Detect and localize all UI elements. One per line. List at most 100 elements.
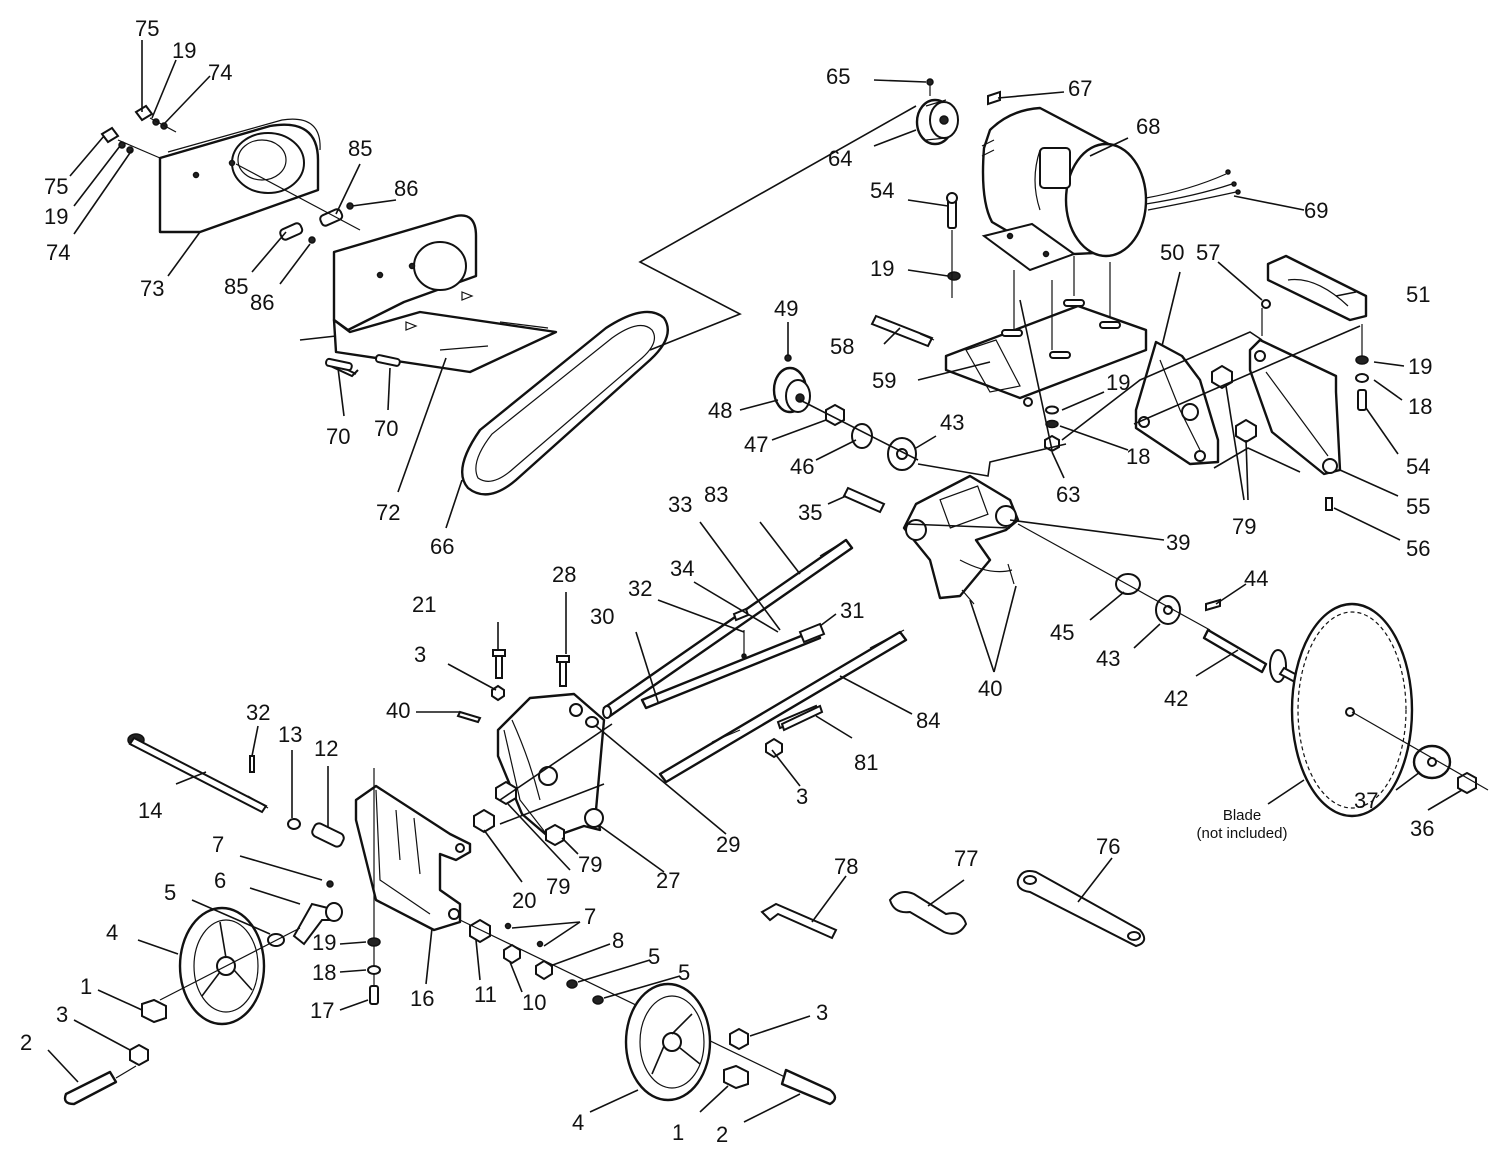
callout: 74 — [208, 60, 232, 85]
callout: 83 — [704, 482, 728, 507]
callout: 30 — [590, 604, 614, 629]
callout: 29 — [716, 832, 740, 857]
callout: 16 — [410, 986, 434, 1011]
arbor-wrench — [1016, 870, 1146, 948]
callout: 11 — [474, 982, 497, 1007]
callout: 70 — [374, 416, 398, 441]
motor — [981, 90, 1241, 272]
callout: 79 — [578, 852, 602, 877]
belt-guard-bracket — [332, 214, 558, 374]
callout: 21 — [412, 592, 436, 617]
callout: 48 — [708, 398, 732, 423]
callout: 86 — [394, 176, 418, 201]
motor-mount-plate — [944, 256, 1148, 407]
motor-pulley — [915, 78, 959, 146]
callout: 85 — [224, 274, 248, 299]
callout: 37 — [1354, 788, 1378, 813]
open-wrench — [888, 891, 968, 935]
callout: 28 — [552, 562, 576, 587]
callout: 3 — [796, 784, 808, 809]
callout: 19 — [1408, 354, 1432, 379]
callout: 7 — [584, 904, 596, 929]
callout: 45 — [1050, 620, 1074, 645]
v-belt — [461, 310, 669, 496]
callout: 84 — [916, 708, 940, 733]
callout: 4 — [106, 920, 118, 945]
callout: 35 — [798, 500, 822, 525]
callout: 6 — [214, 868, 226, 893]
blade-flange-and-nut — [1351, 711, 1489, 795]
blade-caption-line2: (not included) — [1197, 825, 1288, 842]
belt-guard-cover — [158, 118, 321, 234]
callout: 54 — [870, 178, 894, 203]
trunnion-bolts — [456, 649, 506, 724]
bracket-screws — [325, 354, 401, 378]
motor-bolt — [946, 192, 961, 298]
callout: 27 — [656, 868, 680, 893]
callout: 69 — [1304, 198, 1328, 223]
callout: 50 — [1160, 240, 1184, 265]
handwheel-right — [624, 982, 712, 1102]
callout: 32 — [628, 576, 652, 601]
guard-spacers — [235, 163, 361, 244]
arbor-pin — [842, 486, 886, 514]
callout: 59 — [872, 368, 896, 393]
handwheel-left — [159, 906, 301, 1026]
callout: 76 — [1096, 834, 1120, 859]
callout: 47 — [744, 432, 768, 457]
callout: 81 — [854, 750, 878, 775]
callout: 79 — [546, 874, 570, 899]
callout: 3 — [414, 642, 426, 667]
callout: 43 — [940, 410, 964, 435]
callout: 18 — [1126, 444, 1150, 469]
callout: 36 — [1410, 816, 1434, 841]
callout: 1 — [672, 1120, 684, 1145]
callout: 70 — [326, 424, 350, 449]
callout: 12 — [314, 736, 338, 761]
right-bracket-fasteners — [1325, 324, 1369, 511]
callout: 73 — [140, 276, 164, 301]
callout: 78 — [834, 854, 858, 879]
callout: 39 — [1166, 530, 1190, 555]
callout: 19 — [172, 38, 196, 63]
callout: 1 — [80, 974, 92, 999]
callout: 58 — [830, 334, 854, 359]
callout: 86 — [250, 290, 274, 315]
callout: 66 — [430, 534, 454, 559]
callout: 72 — [376, 500, 400, 525]
callout-labels: 75 19 74 75 19 74 73 85 86 85 86 70 70 7… — [20, 16, 1434, 1147]
lock-lever — [267, 880, 343, 947]
trunnion-nuts — [473, 780, 565, 847]
callout: 55 — [1406, 494, 1430, 519]
callout: 3 — [56, 1002, 68, 1027]
callout: 13 — [278, 722, 302, 747]
callout: 19 — [312, 930, 336, 955]
callout: 46 — [790, 454, 814, 479]
callout: 43 — [1096, 646, 1120, 671]
saw-blade — [1290, 602, 1414, 818]
hex-key — [760, 902, 838, 940]
callout: 51 — [1406, 282, 1430, 307]
arbor-bracket — [902, 474, 1020, 605]
callout: 18 — [1408, 394, 1432, 419]
callout: 8 — [612, 928, 624, 953]
bracket-washers — [367, 937, 381, 1005]
callout: 32 — [246, 700, 270, 725]
bracket-nuts — [1211, 364, 1257, 444]
callout: 54 — [1406, 454, 1430, 479]
front-bracket — [354, 768, 472, 1000]
callout: 14 — [138, 798, 162, 823]
blade-caption-line1: Blade — [1223, 807, 1261, 824]
callout: 4 — [572, 1110, 584, 1135]
handwheel-left-hardware — [63, 998, 167, 1106]
callout: 18 — [312, 960, 336, 985]
callout: 42 — [1164, 686, 1188, 711]
callout: 65 — [826, 64, 850, 89]
shaft-collar — [711, 704, 824, 759]
callout: 19 — [44, 204, 68, 229]
callout: 31 — [840, 598, 864, 623]
callout: 75 — [135, 16, 159, 41]
arbor-pulley — [772, 354, 917, 471]
callout: 2 — [20, 1030, 32, 1055]
